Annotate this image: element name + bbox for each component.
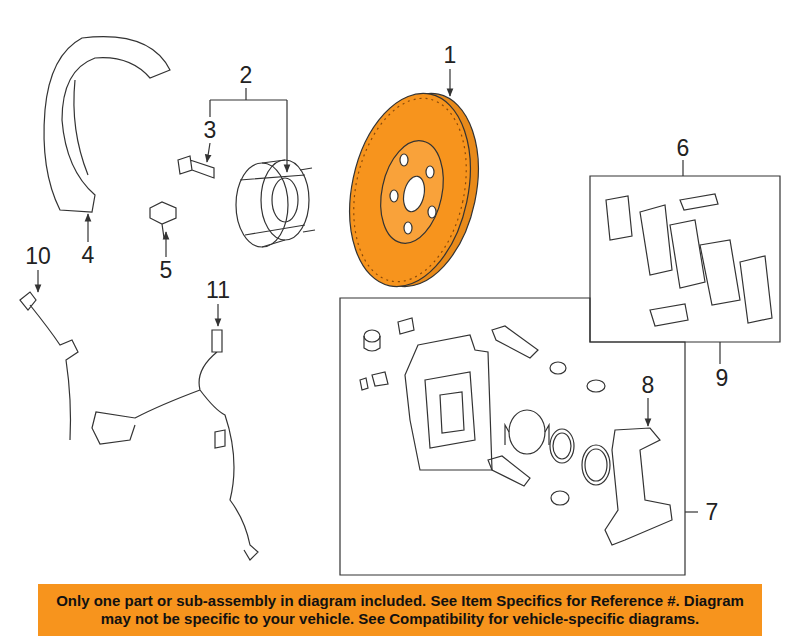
notice-text: Only one part or sub-assembly in diagram…: [46, 592, 754, 628]
callout-number: 11: [198, 277, 238, 303]
abs-sensor: [92, 330, 258, 560]
pad-kit-box: [590, 176, 780, 342]
shield-screw: [150, 202, 176, 238]
callout-number: 7: [692, 499, 732, 525]
callout-number: 6: [663, 135, 703, 161]
caliper-bracket: [605, 428, 672, 545]
callout-number: 8: [628, 372, 668, 398]
callout-number: 4: [68, 242, 108, 268]
wheel-hub: [236, 160, 315, 247]
brake-pads: [606, 194, 772, 326]
notice-banner: Only one part or sub-assembly in diagram…: [38, 584, 762, 636]
caliper-kit-box: [340, 298, 685, 575]
caliper-parts: [360, 318, 610, 505]
callout-number: 2: [226, 62, 266, 88]
callout-number: 3: [190, 117, 230, 143]
sensor-wire: [20, 292, 78, 440]
callout-number: 9: [702, 365, 742, 391]
brake-rotor: [333, 82, 495, 298]
callout-number: 5: [146, 257, 186, 283]
leader-lines: [38, 69, 648, 426]
dust-shield: [44, 37, 170, 212]
callout-number: 10: [18, 243, 58, 269]
callout-number: 1: [430, 42, 470, 68]
hub-bolt: [178, 156, 214, 178]
